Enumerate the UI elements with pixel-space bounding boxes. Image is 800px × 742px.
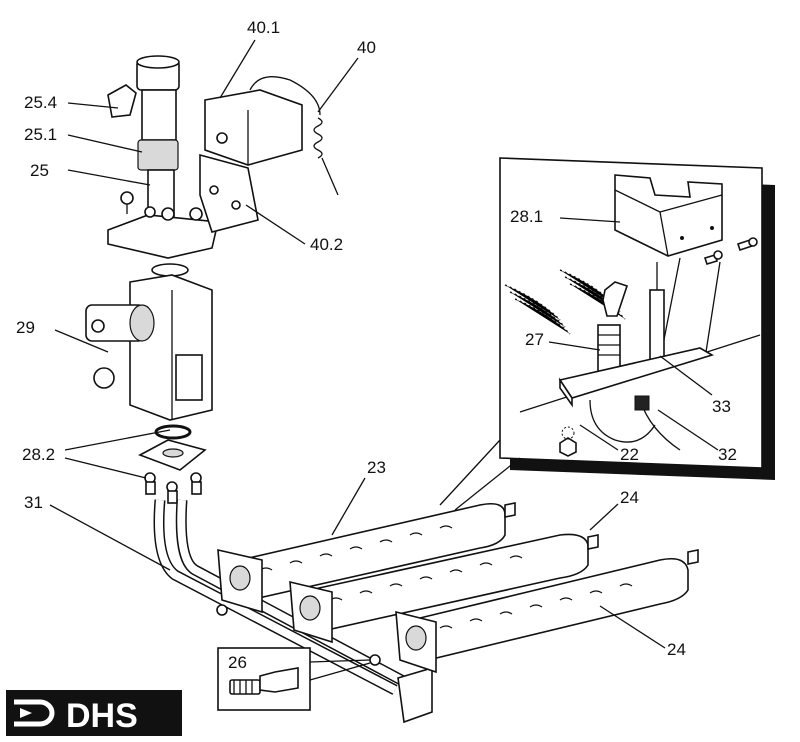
flange-screws bbox=[144, 472, 202, 504]
burner-24-upper bbox=[289, 533, 599, 644]
injector-detail bbox=[217, 647, 371, 711]
svg-text:DHS: DHS bbox=[66, 697, 138, 735]
burner-24-lower bbox=[395, 549, 699, 674]
label-32: 32 bbox=[718, 445, 737, 464]
label-26: 26 bbox=[228, 653, 247, 672]
inset-nut bbox=[559, 426, 577, 457]
label-24-lower: 24 bbox=[667, 640, 686, 659]
label-40-2: 40.2 bbox=[310, 235, 343, 254]
label-25-4: 25.4 bbox=[24, 93, 57, 112]
label-29: 29 bbox=[16, 318, 35, 337]
label-23: 23 bbox=[367, 458, 386, 477]
burner-23 bbox=[217, 502, 516, 614]
manifold-pipe bbox=[153, 499, 433, 724]
gas-valve bbox=[85, 263, 213, 421]
label-28-1: 28.1 bbox=[510, 207, 543, 226]
label-25: 25 bbox=[30, 161, 49, 180]
label-27: 27 bbox=[525, 330, 544, 349]
label-40-1: 40.1 bbox=[247, 18, 280, 37]
gas-cock-assembly bbox=[107, 55, 219, 259]
label-40: 40 bbox=[357, 38, 376, 57]
inset-detail-panel bbox=[439, 157, 775, 511]
label-31: 31 bbox=[24, 493, 43, 512]
shield-screws bbox=[703, 237, 758, 265]
label-28-2: 28.2 bbox=[22, 445, 55, 464]
part-labels: 40.1 40 25.4 25.1 25 40.2 29 28.2 31 23 … bbox=[16, 18, 737, 672]
valve-flange-seals bbox=[138, 424, 207, 504]
label-25-1: 25.1 bbox=[24, 125, 57, 144]
pilot-burner bbox=[597, 281, 629, 374]
pilot-shield bbox=[614, 174, 723, 257]
thermostat-assembly bbox=[199, 76, 339, 233]
label-22: 22 bbox=[620, 445, 639, 464]
label-24-upper: 24 bbox=[620, 488, 639, 507]
dhs-logo: DHS bbox=[6, 690, 182, 736]
label-33: 33 bbox=[712, 397, 731, 416]
leader-lines bbox=[49, 39, 719, 649]
